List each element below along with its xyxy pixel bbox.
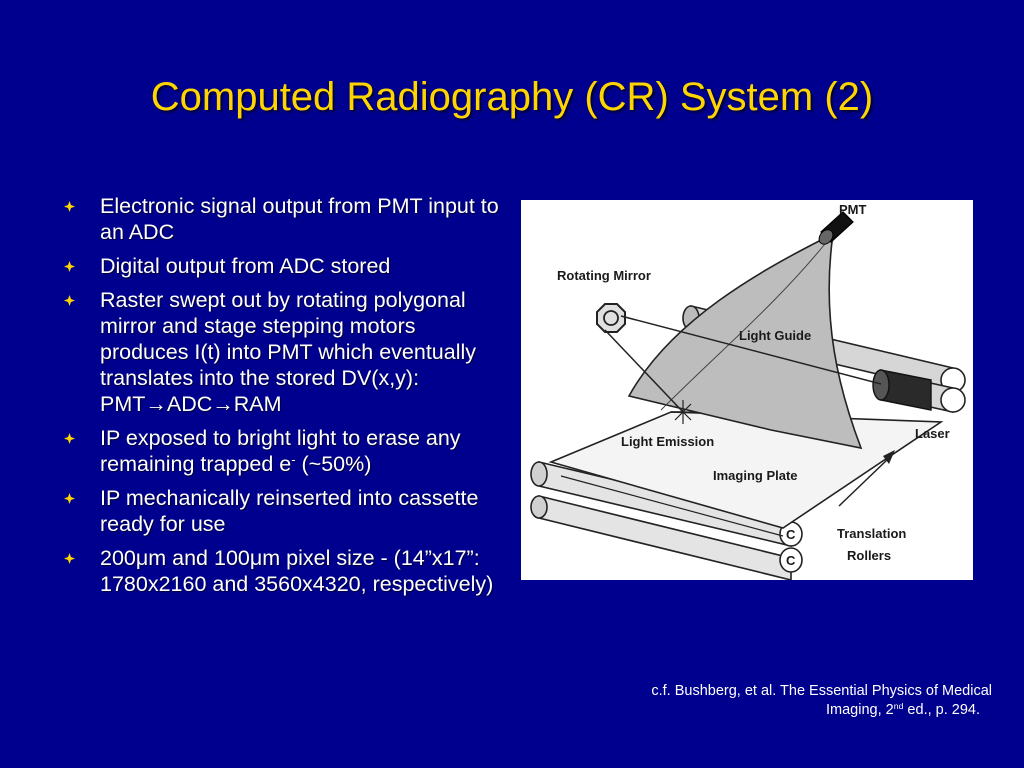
label-translation: Translation <box>837 526 906 541</box>
bullet-item: Raster swept out by rotating polygonal m… <box>62 287 502 417</box>
citation: c.f. Bushberg, et al. The Essential Phys… <box>532 682 992 720</box>
bullet-text: IP mechanically reinserted into cassette… <box>100 486 479 536</box>
bullet-text: Digital output from ADC stored <box>100 254 391 278</box>
citation-text-tail: ed., p. 294. <box>903 702 980 718</box>
bullet-item: 200μm and 100μm pixel size - (14”x17”: 1… <box>62 545 502 597</box>
bullet-item: Electronic signal output from PMT input … <box>62 193 502 245</box>
light-emission-icon <box>671 400 695 424</box>
bullet-text-tail: (~50%) <box>295 452 372 476</box>
label-light-emission: Light Emission <box>621 434 714 449</box>
bullet-list: Electronic signal output from PMT input … <box>62 193 502 605</box>
label-rollers: Rollers <box>847 548 891 563</box>
bullet-text: IP exposed to bright light to erase any … <box>100 426 461 476</box>
bullet-text: Raster swept out by rotating polygonal m… <box>100 288 477 416</box>
slide-title: Computed Radiography (CR) System (2) <box>150 75 874 119</box>
diagram-svg: PMT Rotating Mirror Light Guide Light Em… <box>530 202 966 580</box>
citation-line-2: Imaging, 2nd ed., p. 294. <box>532 701 992 720</box>
label-roller-c: C <box>786 527 796 542</box>
rotating-mirror <box>596 303 626 333</box>
diamond-bullet-icon <box>64 493 75 504</box>
diamond-bullet-icon <box>64 295 75 306</box>
label-laser: Laser <box>915 426 950 441</box>
translation-arrow <box>838 450 895 507</box>
diamond-bullet-icon <box>64 433 75 444</box>
bullet-item: IP exposed to bright light to erase any … <box>62 425 502 477</box>
superscript: - <box>291 451 296 467</box>
label-pmt: PMT <box>839 202 867 217</box>
label-roller-c: C <box>786 553 796 568</box>
citation-line-1: c.f. Bushberg, et al. The Essential Phys… <box>651 683 992 699</box>
diamond-bullet-icon <box>64 553 75 564</box>
bullet-item: IP mechanically reinserted into cassette… <box>62 485 502 537</box>
label-light-guide: Light Guide <box>739 328 811 343</box>
citation-superscript: nd <box>893 701 904 712</box>
bullet-text: Electronic signal output from PMT input … <box>100 194 499 244</box>
bullet-text: 200μm and 100μm pixel size - (14”x17”: 1… <box>100 546 494 596</box>
bullet-item: Digital output from ADC stored <box>62 253 502 279</box>
laser-unit <box>872 369 932 411</box>
diamond-bullet-icon <box>64 201 75 212</box>
label-rotating-mirror: Rotating Mirror <box>557 268 651 283</box>
diamond-bullet-icon <box>64 261 75 272</box>
pmt-tube <box>818 211 854 245</box>
cr-system-diagram: PMT Rotating Mirror Light Guide Light Em… <box>521 200 973 580</box>
citation-text: Imaging, 2 <box>826 702 894 718</box>
label-imaging-plate: Imaging Plate <box>713 468 798 483</box>
